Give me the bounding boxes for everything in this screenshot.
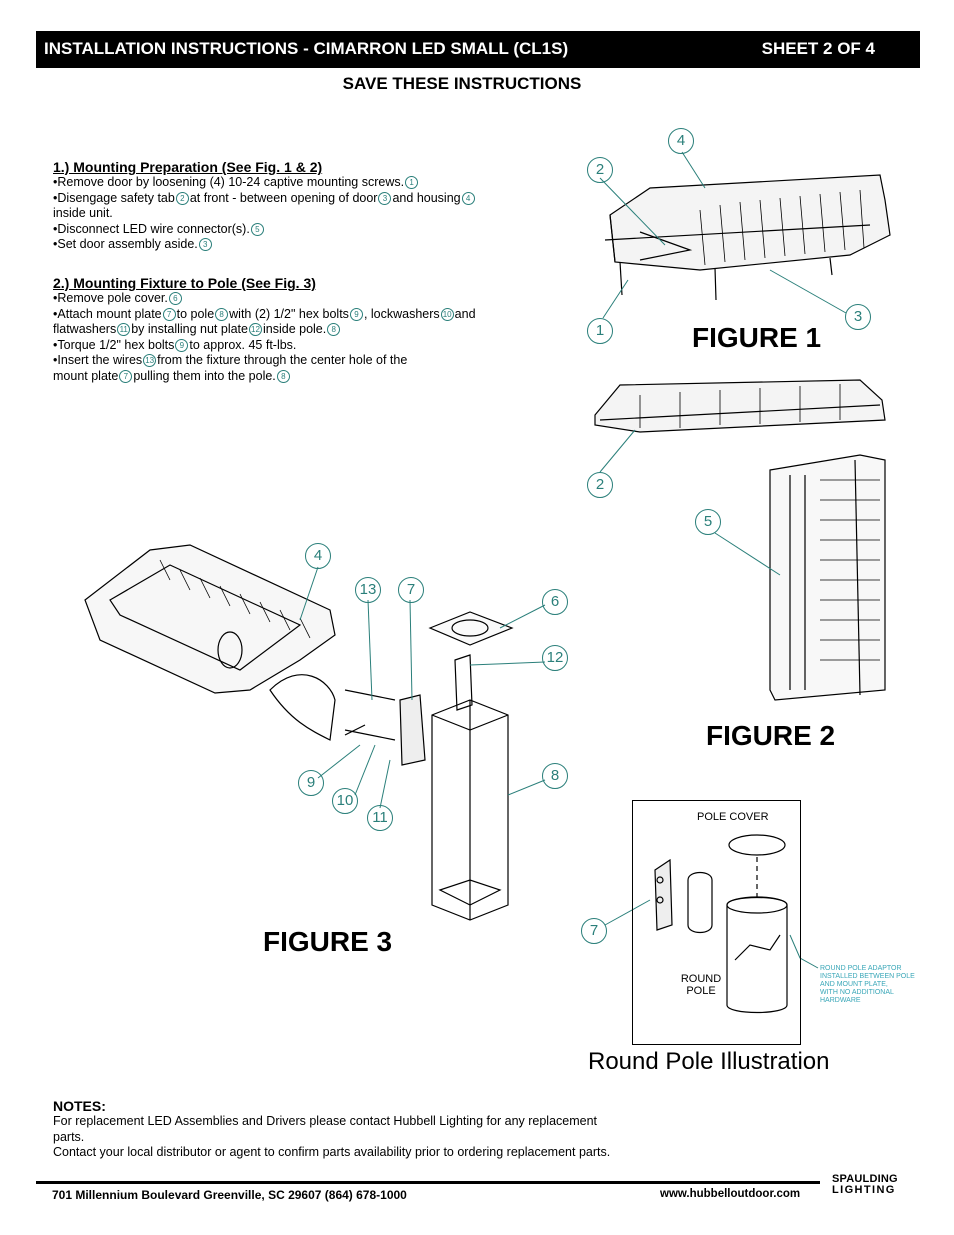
callout-ref: 5: [250, 222, 264, 236]
notes-title: NOTES:: [53, 1098, 106, 1114]
round-pole-drawing: [654, 834, 788, 1014]
callout-ref: 13: [143, 354, 157, 367]
spaulding-lighting-logo: SPAULDING LIGHTING: [832, 1173, 898, 1196]
callout-ref: 8: [327, 323, 341, 336]
round-pole-label: ROUND POLE: [680, 973, 722, 997]
list-item: •Disconnect LED wire connector(s).5: [53, 222, 476, 238]
list-item: •Remove pole cover.6: [53, 291, 476, 307]
footer-divider: [36, 1181, 820, 1184]
callout-ref: 2: [175, 191, 189, 205]
document-title: INSTALLATION INSTRUCTIONS - CIMARRON LED…: [44, 39, 569, 58]
callout-ref: 8: [276, 369, 290, 383]
callout-2: 2: [587, 157, 613, 183]
callout-2: 2: [587, 472, 613, 498]
callout-ref: 10: [440, 307, 454, 321]
pole-cover-label: POLE COVER: [697, 811, 769, 823]
figure-2-label: FIGURE 2: [706, 720, 836, 751]
callout-ref: 9: [349, 307, 363, 321]
callout-11: 11: [367, 805, 393, 831]
callout-7: 7: [398, 577, 424, 603]
callout-4: 4: [305, 543, 331, 569]
footer-website[interactable]: www.hubbelloutdoor.com: [660, 1188, 801, 1200]
callout-ref: 11: [117, 323, 131, 336]
callout-3: 3: [845, 304, 871, 330]
callout-ref: 9: [175, 338, 189, 352]
notes-body: For replacement LED Assemblies and Drive…: [53, 1114, 611, 1159]
callout-6: 6: [542, 589, 568, 615]
sheet-number: SHEET 2 OF 4: [761, 39, 875, 58]
callout-ref: 3: [198, 238, 212, 251]
callout-ref: 8: [215, 307, 229, 321]
section-2: 2.) Mounting Fixture to Pole (See Fig. 3…: [53, 275, 476, 384]
figure-1-label: FIGURE 1: [692, 322, 822, 353]
round-pole-title: Round Pole Illustration: [588, 1048, 830, 1075]
callout-1: 1: [587, 318, 613, 344]
callout-5: 5: [695, 509, 721, 535]
callout-ref: 4: [461, 191, 475, 205]
list-item: •Set door assembly aside.3: [53, 237, 476, 253]
nut-plate: [454, 654, 473, 711]
section-2-title: 2.) Mounting Fixture to Pole (See Fig. 3…: [53, 275, 316, 291]
header-bar: INSTALLATION INSTRUCTIONS - CIMARRON LED…: [36, 31, 920, 68]
adaptor-note: ROUND POLE ADAPTOR INSTALLED BETWEEN POL…: [820, 965, 915, 1004]
callout-ref: 12: [248, 323, 262, 336]
figure-3-label: FIGURE 3: [263, 926, 393, 957]
mount-plate: [344, 689, 426, 766]
save-notice: SAVE THESE INSTRUCTIONS: [342, 74, 582, 93]
callout-10: 10: [332, 788, 358, 814]
callout-ref: 3: [378, 191, 392, 205]
callout-9: 9: [298, 770, 324, 796]
list-item-continued: inside unit.: [53, 206, 113, 220]
fixture-figure-1: [604, 174, 891, 301]
list-item: •Remove door by loosening (4) 10-24 capt…: [53, 175, 476, 191]
section-1-list: •Remove door by loosening (4) 10-24 capt…: [53, 175, 476, 253]
fixture-figure-3: [84, 544, 336, 741]
callout-ref: 7: [119, 369, 133, 383]
square-pole: [431, 699, 509, 921]
section-1: 1.) Mounting Preparation (See Fig. 1 & 2…: [53, 159, 476, 253]
callout-12: 12: [542, 645, 568, 671]
fixture-figure-2: [594, 379, 886, 701]
round-pole-box: [632, 800, 801, 1045]
callout-7: 7: [581, 918, 607, 944]
pole-cover-3d: [428, 611, 514, 646]
callout-ref: 1: [405, 176, 419, 189]
callout-ref: 7: [162, 307, 176, 321]
footer-address: 701 Millennium Boulevard Greenville, SC …: [52, 1188, 407, 1202]
section-2-list: •Remove pole cover.6 •Attach mount plate…: [53, 291, 476, 384]
callout-13: 13: [355, 577, 381, 603]
section-1-title: 1.) Mounting Preparation (See Fig. 1 & 2…: [53, 159, 323, 175]
callout-4: 4: [668, 128, 694, 154]
callout-8: 8: [542, 763, 568, 789]
callout-ref: 6: [168, 292, 182, 305]
notes-section: NOTES: For replacement LED Assemblies an…: [53, 1098, 610, 1161]
